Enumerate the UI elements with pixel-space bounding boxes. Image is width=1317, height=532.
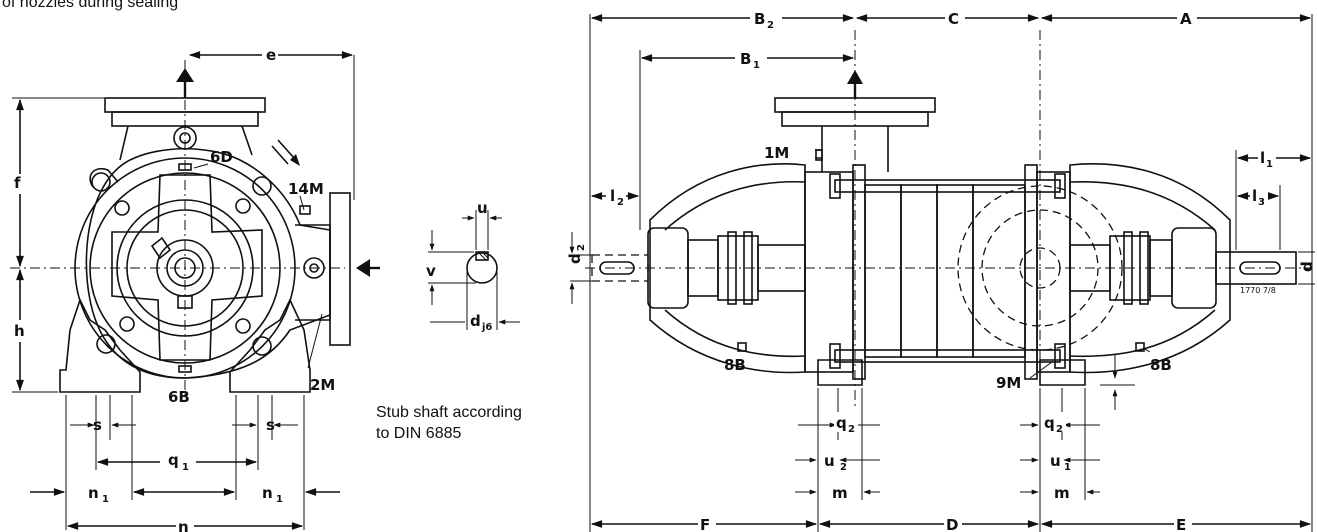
svg-text:3: 3: [1258, 197, 1265, 208]
dim-u1-label: u: [1050, 452, 1061, 470]
dim-F-label: F: [700, 516, 710, 532]
svg-text:2: 2: [576, 244, 587, 251]
dim-d2-label: d: [566, 253, 584, 264]
svg-text:1: 1: [753, 60, 760, 71]
discharge-arrow-icon: [176, 68, 194, 82]
svg-text:2: 2: [617, 197, 624, 208]
dim-s-right-label: s: [266, 416, 275, 434]
tag-8B-left: 8B: [724, 356, 746, 374]
front-view: e f h s s q 1 n 1 n 1: [10, 45, 380, 532]
dim-D-label: D: [946, 516, 958, 532]
shaft-detail: u v d j6: [426, 199, 520, 333]
dim-A-label: A: [1180, 10, 1192, 28]
dim-u2-label: u: [824, 452, 835, 470]
dim-B2-label: B: [754, 10, 765, 28]
stub-shaft-caption-line2: to DIN 6885: [376, 425, 461, 442]
side-discharge-arrow-icon: [847, 70, 863, 84]
rotation-arrow-icon: [290, 154, 300, 166]
dim-q2-left-label: q: [836, 414, 847, 432]
tag-14M: 14M: [288, 180, 324, 198]
side-view: B 2 C A B 1 l 2 l 1 l 3 d 2: [566, 8, 1316, 532]
dim-B1-label: B: [740, 50, 751, 68]
dim-l1-label: l: [1260, 149, 1265, 167]
dim-q2-right-label: q: [1044, 414, 1055, 432]
dim-q1-label: q: [168, 451, 179, 469]
foot-left: [59, 297, 141, 393]
svg-text:1: 1: [182, 462, 189, 473]
dim-f-label: f: [14, 174, 21, 192]
suction-arrow-icon: [356, 259, 370, 277]
dim-s-left-label: s: [93, 416, 102, 434]
dim-n1-right-label: n: [262, 484, 273, 502]
dim-m-left-label: m: [832, 484, 848, 502]
caption-top-fragment: of nozzles during sealing: [2, 0, 178, 11]
tag-2M: 2M: [310, 376, 335, 394]
tag-1M: 1M: [764, 144, 789, 162]
shaft-section: [466, 252, 498, 284]
svg-text:2: 2: [1056, 424, 1063, 435]
foot-right: [229, 298, 311, 393]
svg-text:1: 1: [1266, 159, 1273, 170]
dim-n1-left-label: n: [88, 484, 99, 502]
dim-C-label: C: [948, 10, 959, 28]
dim-e-label: e: [266, 46, 276, 64]
dim-u-label: u: [477, 199, 488, 217]
dim-h-label: h: [14, 322, 25, 340]
tag-8B-right: 8B: [1150, 356, 1172, 374]
svg-text:1: 1: [102, 494, 109, 505]
stub-shaft-caption-line1: Stub shaft according: [376, 404, 522, 421]
tag-9M: 9M: [996, 374, 1021, 392]
dim-m-right-label: m: [1054, 484, 1070, 502]
dim-l2-label: l: [610, 187, 615, 205]
dim-l3-label: l: [1252, 187, 1257, 205]
svg-text:1: 1: [1064, 462, 1071, 473]
dim-d-right-label: d: [1298, 261, 1316, 272]
svg-text:2: 2: [767, 20, 774, 31]
suction-flange: [329, 192, 351, 346]
dim-E-label: E: [1176, 516, 1186, 532]
dim-v-label: v: [426, 262, 436, 280]
svg-text:2: 2: [848, 424, 855, 435]
bearing-housing-right: [1069, 163, 1231, 374]
svg-text:j6: j6: [481, 322, 492, 333]
svg-text:1: 1: [276, 494, 283, 505]
tag-6D: 6D: [210, 148, 233, 166]
dim-n-label: n: [178, 518, 189, 532]
drawing-reference-number: 1770 7/8: [1240, 286, 1276, 295]
tag-6B: 6B: [168, 388, 190, 406]
dim-d-label: d: [470, 312, 481, 330]
svg-text:2: 2: [840, 462, 847, 473]
